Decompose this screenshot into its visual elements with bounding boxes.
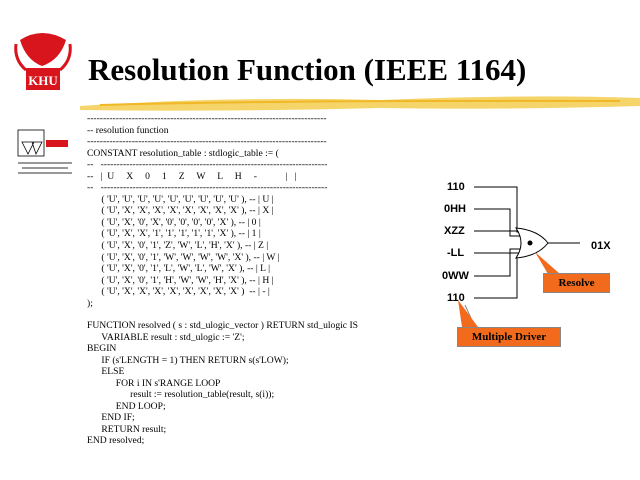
lab-logo bbox=[17, 129, 72, 174]
output-label: 01X bbox=[591, 240, 611, 252]
input-label-1: 110 bbox=[447, 181, 465, 193]
resolution-table-code: ----------------------------------------… bbox=[87, 113, 328, 309]
resolved-function-code: FUNCTION resolved ( s : std_ulogic_vecto… bbox=[87, 320, 358, 447]
title-underline-brush bbox=[80, 96, 640, 111]
svg-text:KHU: KHU bbox=[28, 73, 58, 88]
slide-title: Resolution Function (IEEE 1164) bbox=[88, 52, 527, 87]
input-label-5: 0WW bbox=[442, 270, 469, 282]
multiple-driver-callout: Multiple Driver bbox=[457, 327, 561, 347]
input-label-3: XZZ bbox=[444, 225, 465, 237]
input-label-2: 0HH bbox=[444, 203, 467, 215]
khu-logo: KHU bbox=[14, 33, 72, 90]
resolve-callout: Resolve bbox=[543, 273, 610, 293]
input-label-4: -LL bbox=[447, 247, 465, 259]
input-label-6: 110 bbox=[447, 292, 465, 304]
